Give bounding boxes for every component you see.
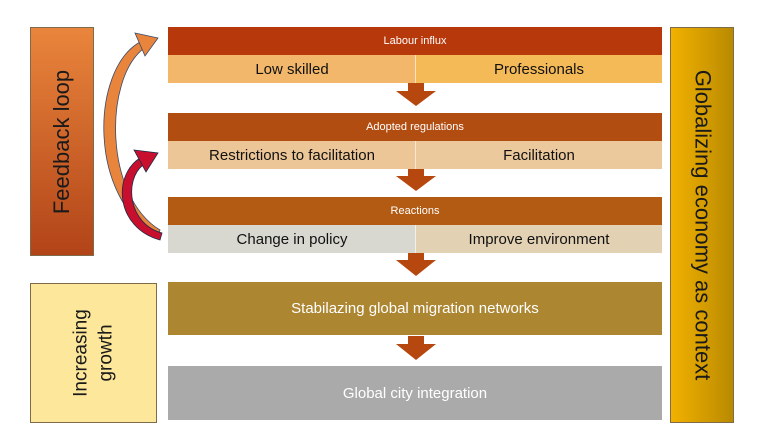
down-arrow-icon — [396, 336, 436, 360]
stage2-divider — [415, 141, 416, 169]
curved-feedback-arrow-icon — [121, 149, 163, 241]
stage3-divider — [415, 225, 416, 253]
stage1-right-cell: Professionals — [416, 55, 662, 83]
stage3-left-cell: Change in policy — [168, 225, 416, 253]
stage-header-adopted-regulations: Adopted regulations — [168, 113, 662, 141]
stage-header-reactions: Reactions — [168, 197, 662, 225]
stage1-left-cell: Low skilled — [168, 55, 416, 83]
stage1-divider — [415, 55, 416, 83]
down-arrow-icon — [396, 169, 436, 191]
down-arrow-icon — [396, 253, 436, 276]
global-city-integration-box: Global city integration — [168, 366, 662, 420]
stage3-right-cell: Improve environment — [416, 225, 662, 253]
globalizing-economy-panel: Globalizing economy as context — [670, 27, 734, 423]
stage2-left-cell: Restrictions to facilitation — [168, 141, 416, 169]
stage-header-labour-influx: Labour influx — [168, 27, 662, 55]
down-arrow-icon — [396, 83, 436, 106]
stage2-right-cell: Facilitation — [416, 141, 662, 169]
feedback-loop-panel: Feedback loop — [30, 27, 94, 256]
increasing-growth-panel: Increasing growth — [30, 283, 157, 423]
migration-networks-box: Stabilazing global migration networks — [168, 282, 662, 335]
